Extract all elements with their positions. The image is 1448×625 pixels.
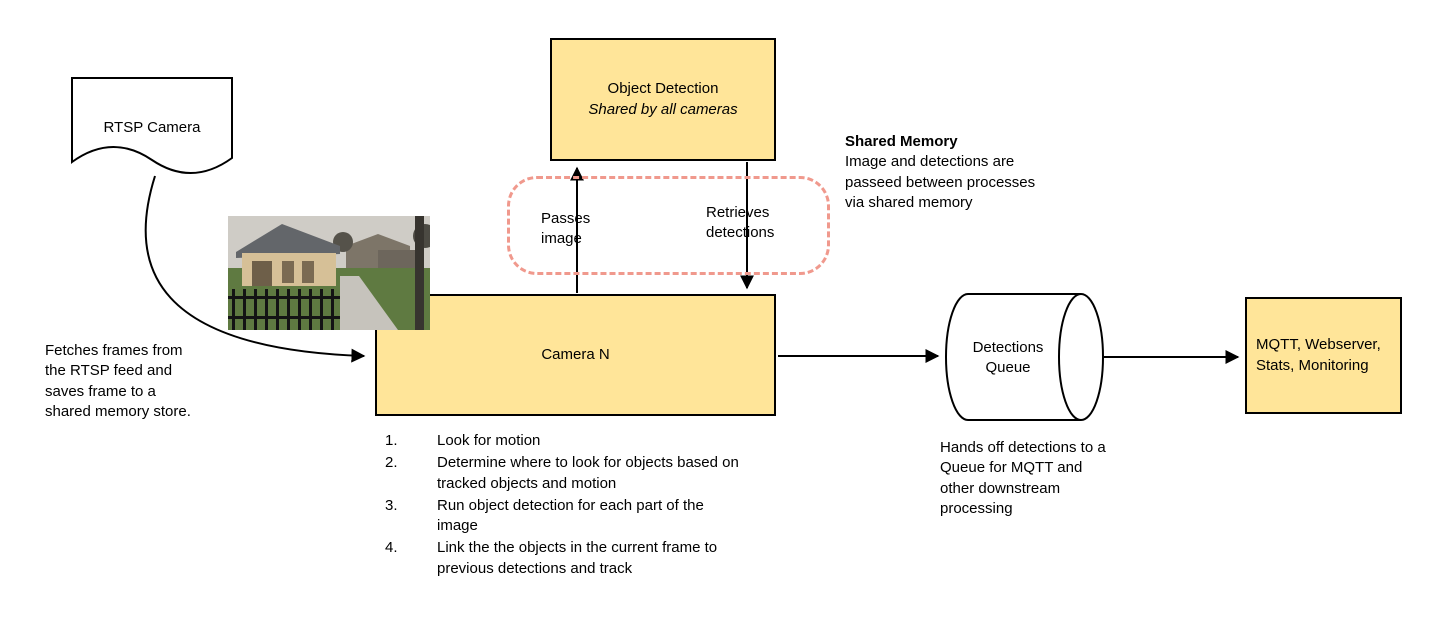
handoff-note: Hands off detections to a Queue for MQTT…: [940, 439, 1106, 517]
detections-queue-label: Detections Queue: [972, 339, 1044, 377]
camera-step: 2. Determine where to look for objects b…: [385, 453, 740, 494]
camera-step-text: Link the the objects in the current fram…: [437, 539, 718, 577]
mqtt-label: MQTT, Webserver, Stats, Monitoring: [1256, 336, 1381, 374]
shared-memory-note: Shared Memory Image and detections are p…: [845, 132, 1045, 213]
camera-step-number: 2.: [385, 454, 398, 472]
detections-queue-face: [1058, 293, 1104, 421]
photo-sidewalk: [340, 276, 398, 330]
camera-step-text: Run object detection for each part of th…: [437, 496, 704, 534]
camera-step: 1. Look for motion: [385, 431, 740, 451]
rtsp-camera-shape: [71, 77, 233, 174]
photo-garage-door: [252, 261, 272, 286]
photo-porch-post: [415, 216, 424, 330]
retrieves-detections-label: Retrieves detections: [706, 204, 775, 242]
photo-fence: [228, 289, 340, 330]
camera-step-number: 4.: [385, 539, 398, 557]
rtsp-camera-label: RTSP Camera: [103, 119, 201, 136]
camera-frame-image: [228, 216, 437, 330]
photo-roof: [236, 224, 340, 258]
rtsp-to-camera-arrow: [144, 175, 366, 363]
camera-step-text: Look for motion: [437, 432, 541, 449]
object-detection-sublabel: Shared by all cameras: [588, 100, 738, 118]
fetch-note: Fetches frames from the RTSP feed and sa…: [45, 342, 191, 420]
photo-door: [282, 261, 294, 283]
photo-background-house-2: [378, 250, 420, 268]
camera-steps-list: 1. Look for motion 2. Determine where to…: [385, 431, 740, 581]
camera-step: 4. Link the the objects in the current f…: [385, 538, 740, 579]
shared-memory-region: [507, 176, 830, 275]
object-detection-node: Object Detection Shared by all cameras: [550, 38, 776, 161]
shared-memory-note-title: Shared Memory: [845, 133, 958, 150]
shared-memory-note-body: Image and detections are passeed between…: [845, 153, 1036, 211]
camera-step-text: Determine where to look for objects base…: [437, 454, 739, 492]
camera-step-number: 3.: [385, 496, 398, 514]
photo-door-2: [302, 261, 314, 283]
camera-step-number: 1.: [385, 432, 398, 449]
camera-n-label: Camera N: [541, 345, 610, 363]
camera-step: 3. Run object detection for each part of…: [385, 496, 740, 537]
object-detection-label: Object Detection: [607, 80, 719, 98]
passes-image-label: Passes image: [541, 210, 591, 248]
detections-queue-shape: [945, 293, 1081, 421]
mqtt-node: MQTT, Webserver, Stats, Monitoring: [1245, 297, 1402, 414]
camera-n-node: Camera N: [375, 294, 776, 416]
camera-frame-art: [228, 216, 437, 330]
